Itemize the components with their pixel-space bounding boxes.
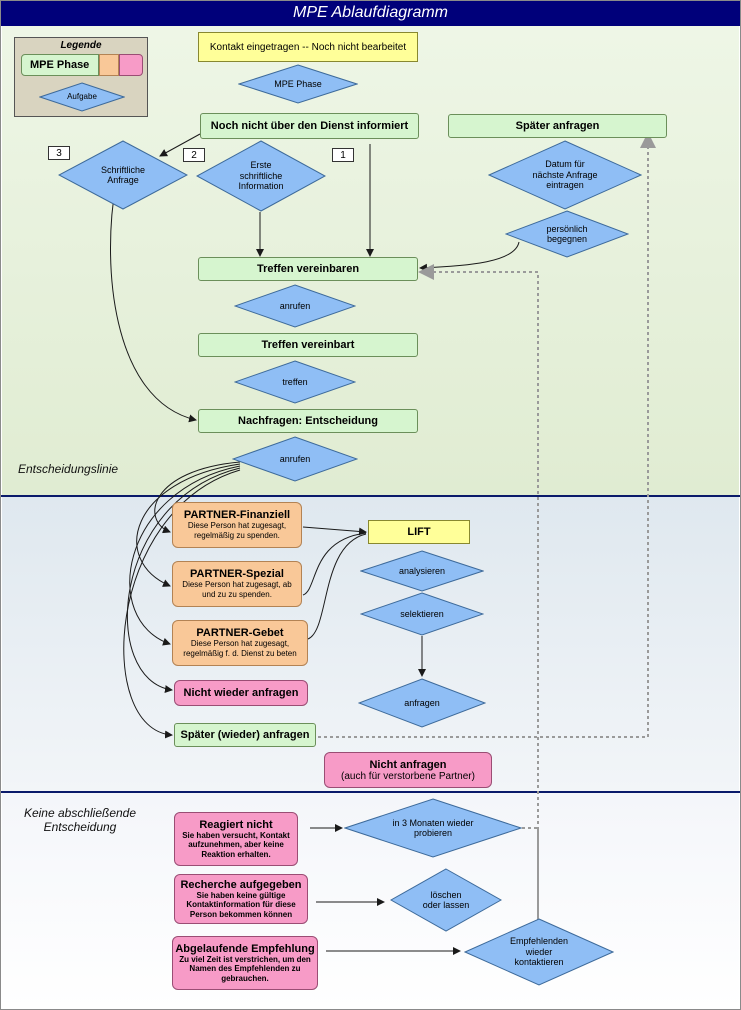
legend-task-diamond: Aufgabe [39, 82, 125, 112]
legend-phase-label: MPE Phase [30, 59, 90, 71]
node-anrufen-2-label: anrufen [279, 453, 311, 464]
node-empfehlenden-kontaktieren: Empfehlenden wieder kontaktieren [464, 918, 614, 986]
node-reagiert-nicht: Reagiert nicht Sie haben versucht, Konta… [174, 812, 298, 866]
node-treffen: treffen [234, 360, 356, 404]
node-anrufen-1-label: anrufen [279, 300, 311, 311]
node-nicht-anfragen: Nicht anfragen (auch für verstorbene Par… [324, 752, 492, 788]
node-spaeter-wieder-anfragen: Später (wieder) anfragen [174, 723, 316, 747]
node-datum-eintragen: Datum für nächste Anfrage eintragen [488, 140, 642, 210]
node-loeschen-label: löschen oder lassen [422, 889, 470, 910]
node-schriftliche-anfrage: Schriftliche Anfrage [58, 140, 188, 210]
node-noch-nicht-informiert: Noch nicht über den Dienst informiert [200, 113, 419, 139]
abgelaufende-empfehlung-desc: Zu viel Zeit ist verstrichen, um den Nam… [179, 954, 311, 983]
node-anrufen-1: anrufen [234, 284, 356, 328]
number-badge-1: 1 [332, 148, 354, 162]
node-kontakt-eingetragen: Kontakt eingetragen -- Noch nicht bearbe… [198, 32, 418, 62]
node-treffen-label: treffen [282, 376, 308, 387]
number-badge-3: 3 [48, 146, 70, 160]
node-analysieren: analysieren [360, 550, 484, 592]
node-selektieren-label: selektieren [400, 608, 444, 619]
node-nachfragen-entscheidung: Nachfragen: Entscheidung [198, 409, 418, 433]
legend-title: Legende [60, 40, 102, 51]
node-erste-information-label: Erste schriftliche Information [238, 160, 284, 192]
node-nicht-wieder-anfragen: Nicht wieder anfragen [174, 680, 308, 706]
abgelaufende-empfehlung-title: Abgelaufende Empfehlung [175, 942, 315, 955]
legend-pink-swatch [119, 54, 143, 76]
node-schriftliche-anfrage-label: Schriftliche Anfrage [100, 164, 145, 185]
node-lift: LIFT [368, 520, 470, 544]
node-selektieren: selektieren [360, 592, 484, 636]
partner-spezial-title: PARTNER-Spezial [190, 568, 284, 581]
legend-task-label: Aufgabe [67, 92, 97, 102]
node-loeschen: löschen oder lassen [390, 868, 502, 932]
reagiert-nicht-title: Reagiert nicht [199, 818, 273, 831]
zone-label-decision-line: Entscheidungslinie [18, 462, 119, 476]
node-partner-gebet: PARTNER-Gebet Diese Person hat zugesagt,… [172, 620, 308, 666]
node-partner-finanziell: PARTNER-Finanziell Diese Person hat zuge… [172, 502, 302, 548]
node-empfehlenden-kontaktieren-label: Empfehlenden wieder kontaktieren [509, 936, 569, 968]
legend-orange-swatch [99, 54, 119, 76]
nicht-anfragen-desc: (auch für verstorbene Partner) [341, 770, 475, 782]
node-partner-spezial: PARTNER-Spezial Diese Person hat zugesag… [172, 561, 302, 607]
recherche-aufgegeben-title: Recherche aufgegeben [180, 878, 302, 891]
node-anfragen: anfragen [358, 678, 486, 728]
node-persoenlich-begegnen-label: persönlich begegnen [546, 223, 588, 244]
node-analysieren-label: analysieren [398, 565, 446, 576]
decision-divider [0, 495, 741, 497]
node-mpe-phase-label: MPE Phase [274, 78, 322, 89]
node-treffen-vereinbart: Treffen vereinbart [198, 333, 418, 357]
node-anrufen-2: anrufen [232, 436, 358, 482]
partner-spezial-desc: Diese Person hat zugesagt, ab und zu zu … [182, 580, 292, 599]
node-drei-monate-label: in 3 Monaten wieder probieren [392, 817, 474, 838]
node-persoenlich-begegnen: persönlich begegnen [505, 210, 629, 258]
partner-finanziell-title: PARTNER-Finanziell [183, 509, 291, 522]
node-mpe-phase: MPE Phase [238, 64, 358, 104]
diagram-title: MPE Ablaufdiagramm [0, 0, 741, 26]
legend-phase-swatch: MPE Phase [21, 54, 99, 76]
legend: Legende MPE Phase Aufgabe [14, 37, 148, 117]
node-treffen-vereinbaren: Treffen vereinbaren [198, 257, 418, 281]
recherche-aufgegeben-desc: Sie haben keine gültige Kontaktinformati… [186, 890, 296, 919]
node-anfragen-label: anfragen [404, 697, 440, 708]
partner-finanziell-desc: Diese Person hat zugesagt, regelmäßig zu… [187, 521, 287, 540]
reagiert-nicht-desc: Sie haben versucht, Kontakt aufzunehmen,… [182, 830, 290, 859]
zone-label-no-final: Keine abschließende Entscheidung [23, 806, 137, 834]
nicht-anfragen-title: Nicht anfragen [369, 758, 447, 771]
node-spaeter-anfragen: Später anfragen [448, 114, 667, 138]
node-erste-information: Erste schriftliche Information [196, 140, 326, 212]
node-recherche-aufgegeben: Recherche aufgegeben Sie haben keine gül… [174, 874, 308, 924]
partner-gebet-desc: Diese Person hat zugesagt, regelmäßig f.… [183, 639, 297, 658]
final-divider [0, 791, 741, 793]
node-drei-monate: in 3 Monaten wieder probieren [344, 798, 522, 858]
number-badge-2: 2 [183, 148, 205, 162]
node-abgelaufende-empfehlung: Abgelaufende Empfehlung Zu viel Zeit ist… [172, 936, 318, 990]
node-datum-eintragen-label: Datum für nächste Anfrage eintragen [532, 159, 598, 191]
partner-gebet-title: PARTNER-Gebet [196, 627, 284, 640]
